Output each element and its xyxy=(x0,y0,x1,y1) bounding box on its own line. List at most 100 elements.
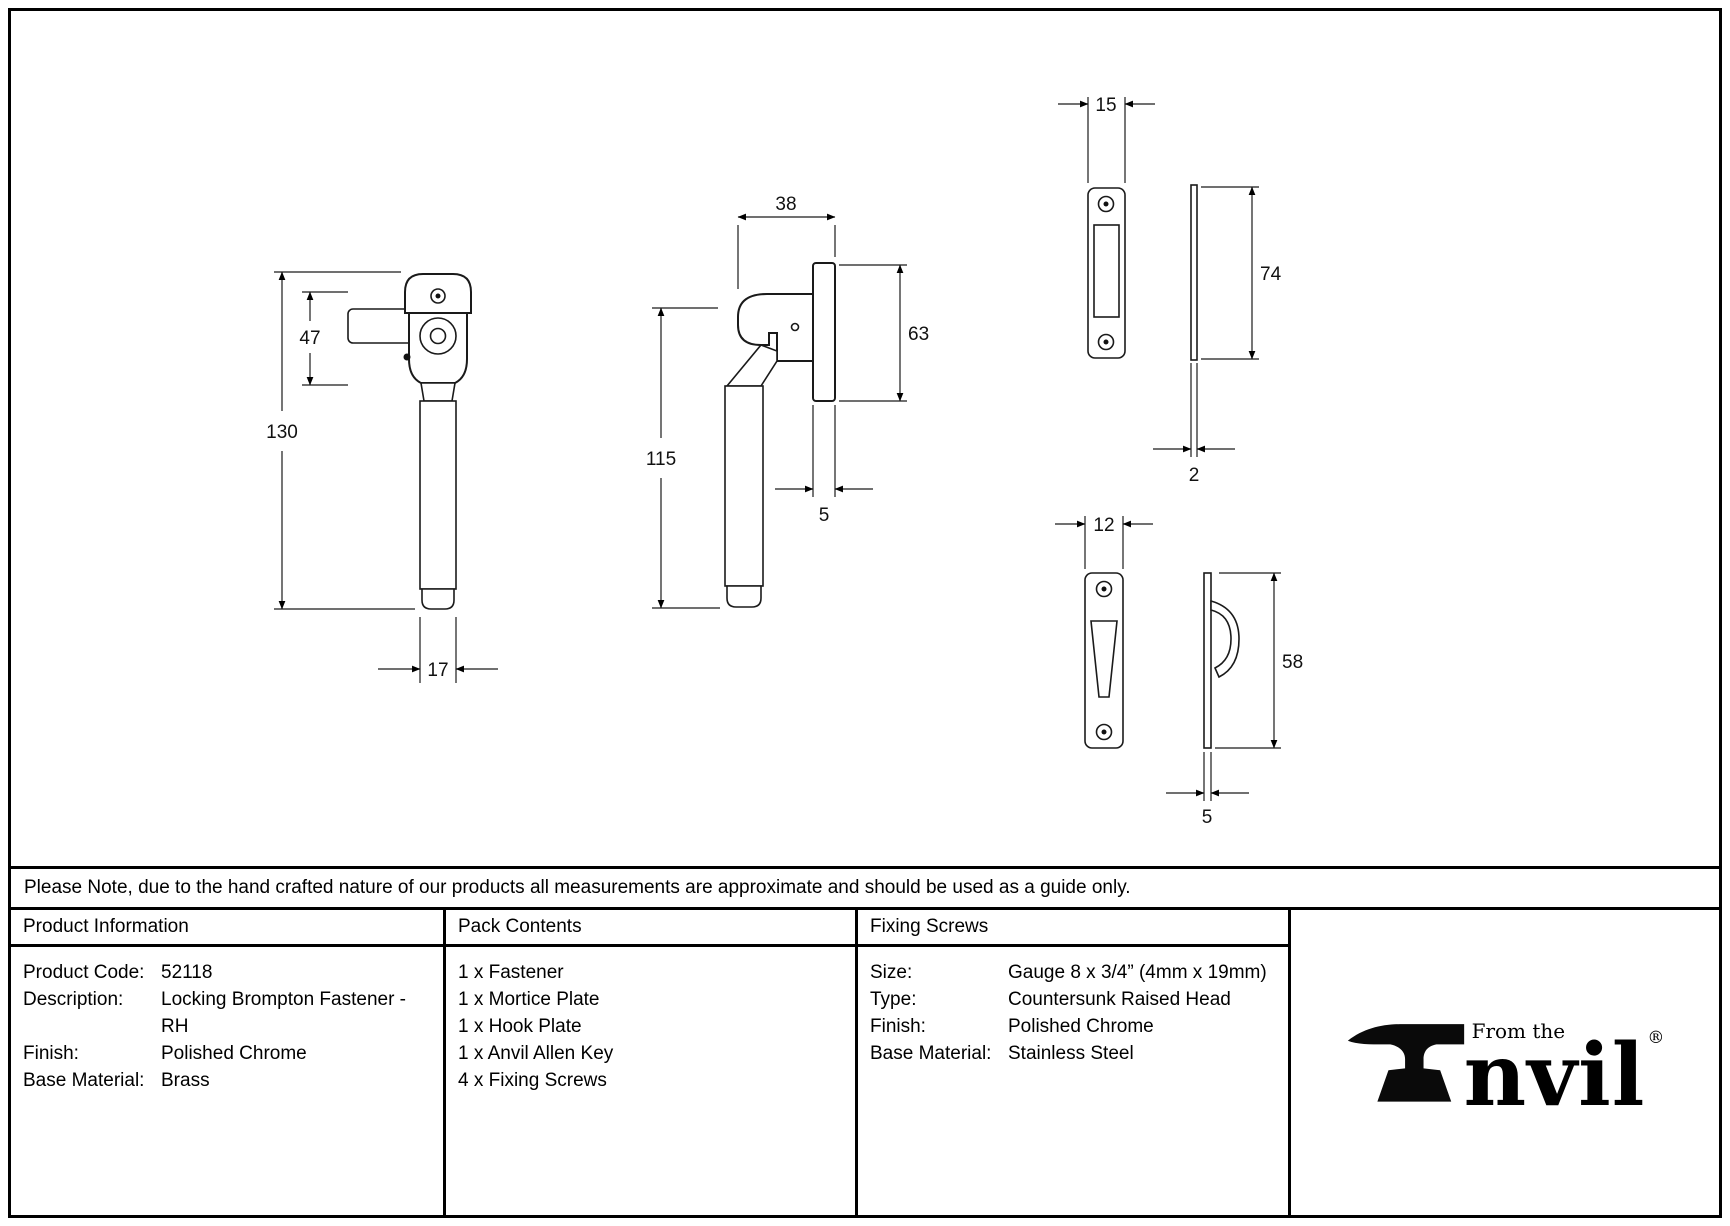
product-information-cell: Product Code: 52118 Description: Locking… xyxy=(11,947,446,1215)
description-row: Description: Locking Brompton Fastener -… xyxy=(23,986,431,1040)
screw-base-material-label: Base Material: xyxy=(870,1043,992,1064)
dim-hook-plate-width: 12 xyxy=(1055,515,1153,569)
dim-hook-plate-height: 58 xyxy=(1215,572,1303,749)
dim-plate-thickness: 5 xyxy=(775,405,873,526)
dim-74-label: 74 xyxy=(1260,264,1282,285)
screw-size-row: Size: Gauge 8 x 3/4” (4mm x 19mm) xyxy=(870,959,1276,986)
logo-tagline: From the xyxy=(1471,1018,1566,1043)
screw-finish-value: Polished Chrome xyxy=(1008,1016,1154,1037)
base-material-row: Base Material: Brass xyxy=(23,1067,431,1094)
description-label: Description: xyxy=(23,989,124,1010)
product-code-label: Product Code: xyxy=(23,962,145,983)
dim-depth: 38 xyxy=(737,194,836,289)
product-information-header: Product Information xyxy=(11,910,446,947)
hook-plate-notch xyxy=(1090,620,1118,698)
product-code-value: 52118 xyxy=(161,962,213,983)
latch-tongue-front xyxy=(347,308,415,344)
dim-115-label: 115 xyxy=(646,449,676,470)
dim-17-label: 17 xyxy=(427,660,448,681)
pack-item-fastener: 1 x Fastener xyxy=(458,962,564,983)
dim-58-label: 58 xyxy=(1282,652,1303,673)
dim-total-height: 130 xyxy=(266,271,415,610)
screw-hole-center xyxy=(435,293,441,299)
screw-size-label: Size: xyxy=(870,962,913,983)
dim-12-label: 12 xyxy=(1093,515,1114,536)
finish-label: Finish: xyxy=(23,1043,79,1064)
dim-5-hook-label: 5 xyxy=(1202,807,1213,828)
mortice-screw-dot-top xyxy=(1103,201,1109,207)
description-value: Locking Brompton Fastener - RH xyxy=(161,989,407,1037)
fastener-side-view-drawing: 38 63 115 xyxy=(646,194,929,609)
finish-value: Polished Chrome xyxy=(161,1043,307,1064)
grub-screw-front xyxy=(403,353,411,361)
pack-contents-header-text: Pack Contents xyxy=(458,916,582,937)
hook-screw-dot-bottom xyxy=(1101,729,1107,735)
hook-screw-dot-top xyxy=(1101,586,1107,592)
screw-finish-row: Finish: Polished Chrome xyxy=(870,1013,1276,1040)
dim-2-label: 2 xyxy=(1189,465,1200,486)
base-material-label: Base Material: xyxy=(23,1070,145,1091)
pack-item-allen-key: 1 x Anvil Allen Key xyxy=(458,1043,614,1064)
from-the-anvil-logo: From the nvil ® xyxy=(1346,1014,1665,1126)
pack-contents-cell: 1 x Fastener 1 x Mortice Plate 1 x Hook … xyxy=(446,947,858,1215)
pack-item-mortice-plate: 1 x Mortice Plate xyxy=(458,989,600,1010)
mortice-slot xyxy=(1093,224,1120,318)
screw-base-material-value: Stainless Steel xyxy=(1008,1043,1134,1064)
dim-mortice-height: 74 xyxy=(1201,186,1282,360)
screw-finish-label: Finish: xyxy=(870,1016,926,1037)
pack-contents-header: Pack Contents xyxy=(446,910,858,947)
dim-mortice-width: 15 xyxy=(1058,95,1155,183)
logo-brand-text: nvil xyxy=(1463,1024,1646,1126)
latch-mechanism-side xyxy=(737,293,814,362)
base-material-value: Brass xyxy=(161,1070,210,1091)
hook-plate-edge-view xyxy=(1203,572,1212,749)
hook-profile xyxy=(1210,599,1240,679)
screw-type-row: Type: Countersunk Raised Head xyxy=(870,986,1276,1013)
mortice-plate-drawing: 15 74 2 xyxy=(1058,95,1282,486)
grip-cap-side xyxy=(726,585,762,608)
registered-trademark-symbol: ® xyxy=(1647,1027,1665,1048)
logo-text: From the nvil xyxy=(1463,1018,1646,1126)
dim-head-height: 47 xyxy=(299,291,348,386)
screw-type-label: Type: xyxy=(870,989,917,1010)
mortice-plate-edge-view xyxy=(1190,184,1198,361)
fixing-screws-cell: Size: Gauge 8 x 3/4” (4mm x 19mm) Type: … xyxy=(858,947,1291,1215)
dim-38-label: 38 xyxy=(775,194,796,215)
dim-130-label: 130 xyxy=(266,422,298,443)
dim-grip-width: 17 xyxy=(378,617,498,683)
product-information-header-text: Product Information xyxy=(23,916,189,937)
dim-mortice-thickness: 2 xyxy=(1153,363,1235,486)
pack-item-fixing-screws: 4 x Fixing Screws xyxy=(458,1070,607,1091)
spec-sheet: 130 47 17 xyxy=(8,8,1722,1218)
dim-hook-depth: 5 xyxy=(1166,752,1249,828)
grip-cap-front xyxy=(421,588,455,610)
neck-side xyxy=(725,344,778,387)
dim-5-side-label: 5 xyxy=(819,505,830,526)
technical-drawing-svg: 130 47 17 xyxy=(266,95,1303,828)
mortice-screw-dot-bottom xyxy=(1103,339,1109,345)
dim-63-label: 63 xyxy=(908,324,929,345)
anvil-icon xyxy=(1347,1023,1464,1102)
fixing-screws-header: Fixing Screws xyxy=(858,910,1291,947)
screw-type-value: Countersunk Raised Head xyxy=(1008,989,1231,1010)
screw-base-material-row: Base Material: Stainless Steel xyxy=(870,1040,1276,1067)
pivot-detail-side xyxy=(790,322,800,332)
neck-front xyxy=(420,382,456,402)
lock-keyhole-front xyxy=(429,327,447,345)
logo-cell: From the nvil ® xyxy=(1291,910,1719,1215)
screw-size-value: Gauge 8 x 3/4” (4mm x 19mm) xyxy=(1008,962,1267,983)
spec-table: Product Information Pack Contents Fixing… xyxy=(11,907,1719,1215)
pack-item-hook-plate: 1 x Hook Plate xyxy=(458,1016,582,1037)
knurled-grip-front xyxy=(419,400,457,590)
dim-plate-height: 63 xyxy=(839,264,929,402)
technical-drawing-area: 130 47 17 xyxy=(11,11,1719,866)
finish-row: Finish: Polished Chrome xyxy=(23,1040,431,1067)
dim-15-label: 15 xyxy=(1095,95,1116,116)
knurled-grip-side xyxy=(724,385,764,587)
fixing-screws-header-text: Fixing Screws xyxy=(870,916,989,937)
backplate-side xyxy=(812,262,836,402)
measurement-note-text: Please Note, due to the hand crafted nat… xyxy=(24,877,1131,898)
dim-handle-length: 115 xyxy=(646,307,720,609)
dim-47-label: 47 xyxy=(299,328,320,349)
product-code-row: Product Code: 52118 xyxy=(23,959,431,986)
